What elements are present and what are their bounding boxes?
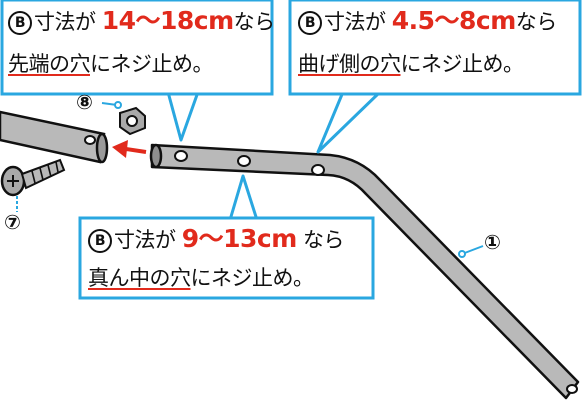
callout-box-top-right <box>288 0 582 96</box>
dimension-b-badge: B <box>298 11 322 35</box>
callout-prefix: 寸法が <box>324 10 386 34</box>
nut-part <box>101 101 146 136</box>
callout-instruction: にネジ止め。 <box>90 52 214 76</box>
main-rail <box>149 143 580 400</box>
callout-pointers <box>166 90 382 221</box>
callout-prefix: 寸法が <box>114 228 176 252</box>
range-value: 4.5～8cm <box>391 6 517 35</box>
callout-box-middle <box>78 216 375 300</box>
callout-prefix: 寸法が <box>34 10 96 34</box>
hole-label: 曲げ側の穴 <box>298 52 401 76</box>
callout-box-top-left <box>0 0 274 96</box>
callout-instruction: にネジ止め。 <box>400 52 525 76</box>
hole-middle <box>237 155 251 167</box>
range-value: 14～18cm <box>101 6 234 35</box>
left-tube <box>0 110 109 164</box>
dimension-b-badge: B <box>8 11 32 35</box>
screw-part <box>0 158 66 212</box>
callout-suffix: なら <box>233 10 276 34</box>
hole-label: 先端の穴 <box>8 52 91 76</box>
hole-label: 真ん中の穴 <box>88 266 191 290</box>
part-number-nut: ⑧ <box>76 90 93 114</box>
part-number-rail: ① <box>484 230 501 254</box>
range-value: 9～13cm <box>181 224 298 253</box>
insert-arrow <box>112 140 147 158</box>
callout-suffix: なら <box>515 10 558 34</box>
hole-tip <box>174 150 188 162</box>
callout-suffix: なら <box>302 228 345 252</box>
callout-instruction: にネジ止め。 <box>190 266 315 290</box>
hole-bend <box>311 164 325 176</box>
dimension-b-badge: B <box>88 229 112 253</box>
part-number-screw: ⑦ <box>4 210 21 234</box>
